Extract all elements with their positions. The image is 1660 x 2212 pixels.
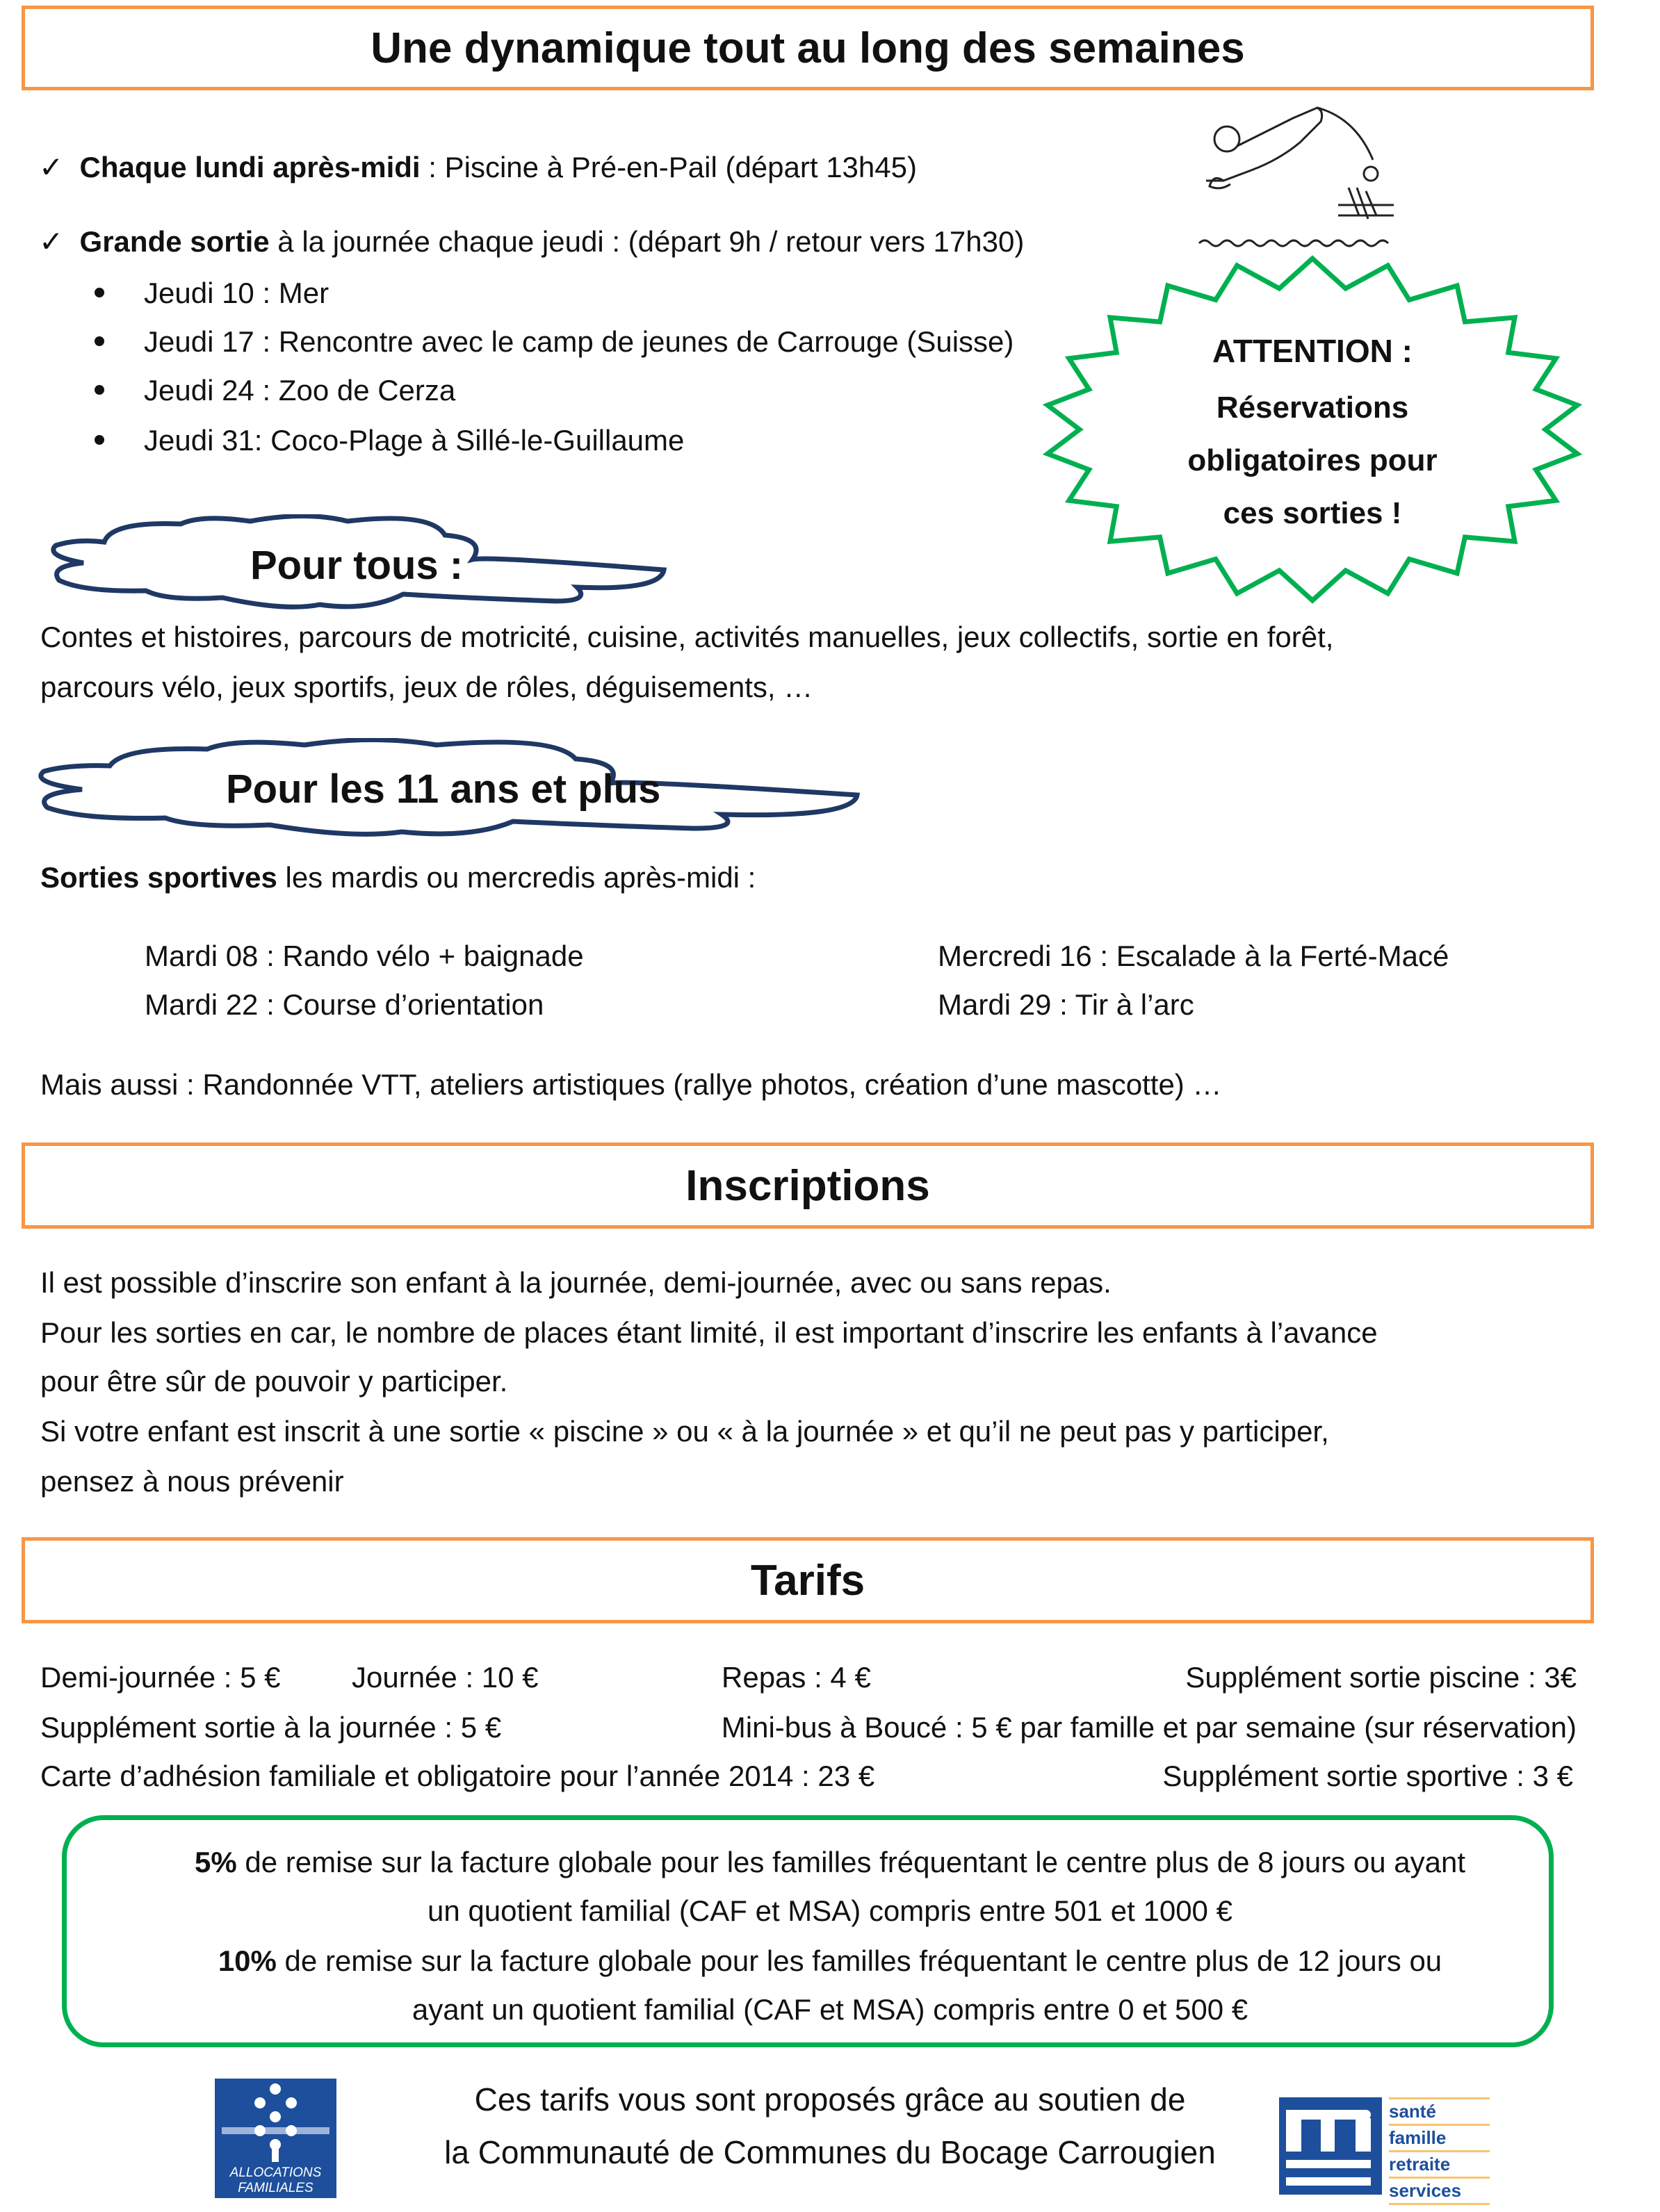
sortie-item: Mercredi 16 : Escalade à la Ferté-Macé [938, 940, 1449, 972]
outing-item: Jeudi 24 : Zoo de Cerza [144, 374, 456, 407]
footer-support-line: la Communauté de Communes du Bocage Carr… [444, 2134, 1216, 2170]
tarif-sportive: Supplément sortie sportive : 3 € [1162, 1760, 1573, 1792]
outing-item: Jeudi 17 : Rencontre avec le camp de jeu… [144, 325, 1014, 358]
inscriptions-banner: Inscriptions [22, 1142, 1594, 1229]
starburst-shape [1042, 255, 1583, 604]
msa-word: services [1389, 2177, 1490, 2205]
sortie-item: Mardi 08 : Rando vélo + baignade [145, 940, 584, 972]
footer-support-line: Ces tarifs vous sont proposés grâce au s… [474, 2081, 1186, 2117]
inscriptions-line: Si votre enfant est inscrit à une sortie… [40, 1415, 1329, 1448]
item-bold: Chaque lundi après-midi [79, 151, 421, 183]
tarif-minibus: Mini-bus à Boucé : 5 € par famille et pa… [721, 1711, 1577, 1744]
intro-text: les mardis ou mercredis après-midi : [277, 861, 756, 894]
discount-percent: 5% [194, 1846, 237, 1878]
msa-word: santé [1389, 2097, 1490, 2124]
attention-text: Réservations [1216, 391, 1409, 425]
title-banner: Une dynamique tout au long des semaines [22, 6, 1594, 90]
inscriptions-line: Il est possible d’inscrire son enfant à … [40, 1266, 1112, 1299]
discount-text: de remise sur la facture globale pour le… [236, 1846, 1466, 1878]
attention-text: ces sorties ! [1223, 496, 1402, 530]
discount-percent: 10% [218, 1944, 277, 1977]
discount-line: ayant un quotient familial (CAF et MSA) … [412, 1993, 1248, 2026]
outing-item: Jeudi 10 : Mer [144, 277, 329, 309]
tarif-sortie-journee: Supplément sortie à la journée : 5 € [40, 1711, 502, 1744]
msa-logo: santé famille retraite services [1279, 2097, 1495, 2205]
item-bold: Grande sortie [79, 225, 270, 258]
tarifs-banner: Tarifs [22, 1537, 1594, 1623]
intro-bold: Sorties sportives [40, 861, 277, 894]
tarif-journee: Journée : 10 € [352, 1661, 539, 1694]
caf-logo-text: ALLOCATIONS FAMILIALES [229, 2165, 322, 2195]
msa-word: famille [1389, 2124, 1490, 2150]
more-activities: Mais aussi : Randonnée VTT, ateliers art… [40, 1068, 1222, 1101]
cloud-shape [38, 738, 861, 837]
weekly-item-monday: ✓ Chaque lundi après-midi : Piscine à Pr… [39, 150, 917, 185]
msa-tagline: santé famille retraite services [1389, 2097, 1490, 2205]
page-title: Une dynamique tout au long des semaines [371, 24, 1245, 72]
inscriptions-title: Inscriptions [685, 1161, 930, 1210]
check-icon: ✓ [39, 151, 64, 183]
discount-line: 10% de remise sur la facture globale pou… [0, 1944, 1660, 1978]
weekly-item-thursday: ✓ Grande sortie à la journée chaque jeud… [39, 224, 1024, 259]
inscriptions-line: pour être sûr de pouvoir y participer. [40, 1365, 508, 1398]
outing-item: Jeudi 31: Coco-Plage à Sillé-le-Guillaum… [144, 424, 685, 457]
sortie-item: Mardi 29 : Tir à l’arc [938, 988, 1194, 1021]
tarif-demi-journee: Demi-journée : 5 € [40, 1661, 281, 1694]
discount-line: 5% de remise sur la facture globale pour… [0, 1845, 1660, 1880]
bullet-icon [95, 288, 104, 297]
bullet-icon [95, 385, 104, 395]
discount-line: un quotient familial (CAF et MSA) compri… [428, 1894, 1232, 1927]
attention-title: ATTENTION : [1212, 333, 1413, 369]
msa-word: retraite [1389, 2150, 1490, 2177]
discount-box [62, 1815, 1554, 2047]
section-title-pour-tous: Pour tous : [250, 543, 464, 588]
section-title-11-ans: Pour les 11 ans et plus [226, 767, 661, 812]
sortie-item: Mardi 22 : Course d’orientation [145, 988, 544, 1021]
attention-starburst [1042, 255, 1583, 604]
discount-text: de remise sur la facture globale pour le… [276, 1944, 1442, 1977]
tarif-carte: Carte d’adhésion familiale et obligatoir… [40, 1760, 875, 1792]
inscriptions-line: Pour les sorties en car, le nombre de pl… [40, 1316, 1378, 1349]
sorties-intro: Sorties sportives les mardis ou mercredi… [40, 860, 756, 895]
inscriptions-line: pensez à nous prévenir [40, 1465, 344, 1498]
caf-figures-icon [222, 2083, 329, 2162]
pour-tous-text: parcours vélo, jeux sportifs, jeux de rô… [40, 671, 813, 703]
item-text: : Piscine à Pré-en-Pail (départ 13h45) [420, 151, 917, 183]
diving-swimmer-illustration [1198, 106, 1394, 247]
msa-mark-icon [1279, 2097, 1382, 2195]
attention-text: obligatoires pour [1187, 443, 1438, 477]
tarif-repas: Repas : 4 € [722, 1661, 871, 1694]
bullet-icon [95, 336, 104, 346]
cloud-shape [51, 514, 667, 609]
tarifs-title: Tarifs [750, 1556, 865, 1605]
tarif-piscine: Supplément sortie piscine : 3€ [1185, 1661, 1577, 1694]
item-text: à la journée chaque jeudi : (départ 9h /… [269, 225, 1025, 258]
pour-tous-text: Contes et histoires, parcours de motrici… [40, 621, 1334, 653]
bullet-icon [95, 435, 104, 445]
check-icon: ✓ [39, 225, 64, 258]
caf-logo: ALLOCATIONS FAMILIALES [215, 2079, 336, 2198]
